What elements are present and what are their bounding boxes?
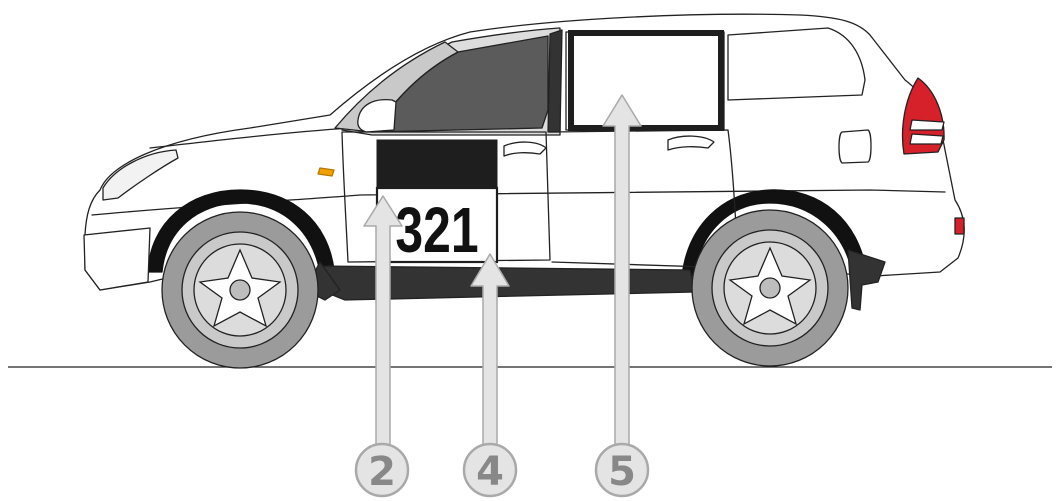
upper-number-panel [377,140,497,188]
callout-label-2: 2 [368,449,396,495]
callout-arrow-4 [471,254,509,448]
front-bumper [84,228,150,290]
race-number-text: 321 [395,195,478,266]
tail-light-lens-lower [910,134,943,144]
rear-window-panel [571,33,721,128]
rear-reflector [955,218,964,234]
tail-light-lens [910,120,944,130]
fuel-cap [839,130,871,163]
rear-wheel [692,210,848,366]
callout-label-4: 4 [476,449,504,495]
callout-badge-4: 4 [464,444,516,496]
callout-badge-5: 5 [596,444,648,496]
rear-quarter-window [728,28,865,100]
b-pillar [548,30,562,132]
callout-badge-2: 2 [356,444,408,496]
callout-label-5: 5 [608,449,636,495]
front-wheel [162,212,318,368]
indicator-light [318,168,334,176]
